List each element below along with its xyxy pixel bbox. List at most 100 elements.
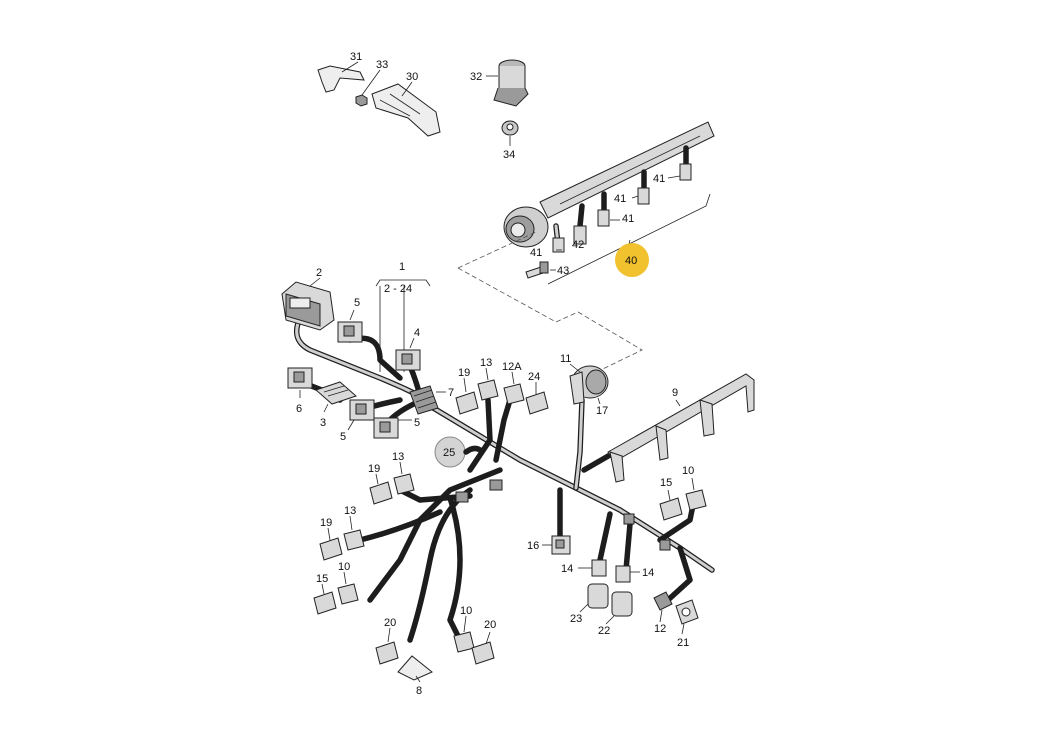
label-16: 16 [527,540,539,552]
leader-41c [631,195,639,199]
connector-4 [395,349,421,371]
label-13-a: 13 [480,357,492,369]
leader-15b [321,583,325,595]
leader-3 [323,403,329,413]
callout-labels: 31 33 30 32 34 41 41 41 42 41 43 40 1 2 … [296,51,694,697]
leader-9 [675,399,681,407]
label-34: 34 [503,149,515,161]
connector-12 [653,591,673,611]
label-43: 43 [557,265,569,277]
connector-13a [477,379,499,401]
leader-41d [667,175,681,179]
connector-12A [503,383,525,405]
label-7: 7 [448,387,454,399]
sensor-22 [611,591,633,617]
label-20-a: 20 [384,617,396,629]
bracket-line-40 [547,193,711,285]
nut-33 [355,94,368,107]
bracket-8 [397,655,433,681]
label-40: 40 [625,255,637,267]
leader-23 [579,603,589,613]
leader-10b [343,571,347,585]
bracket-31 [317,65,365,93]
connector-10b [337,583,359,605]
bolt-43 [525,261,549,279]
label-15-a: 15 [660,477,672,489]
label-31: 31 [350,51,362,63]
leader-12A [511,371,515,385]
clip [623,513,635,525]
label-14-b: 14 [642,567,654,579]
leader-4 [409,337,415,349]
connector-11-17 [569,365,609,405]
leader-12 [659,609,663,623]
leader-2 [309,277,321,287]
connector-16 [551,535,571,555]
connector-15b [313,591,337,615]
connector-20a [375,641,399,665]
label-20-b: 20 [484,619,496,631]
label-10-c: 10 [460,605,472,617]
leader-20a [387,627,391,643]
label-19-b: 19 [368,463,380,475]
label-13-b: 13 [392,451,404,463]
connector-19b [369,481,393,505]
label-19-a: 19 [458,367,470,379]
leader-13a [485,367,489,381]
leader-22 [605,615,615,625]
bracket-2-24 [375,279,431,287]
label-13-c: 13 [344,505,356,517]
label-10-a: 10 [682,465,694,477]
label-3: 3 [320,417,326,429]
connector-14a [591,559,607,577]
clip [455,491,469,503]
clip [659,539,671,551]
label-4: 4 [414,327,420,339]
clip [489,479,503,491]
injector-harness-40 [503,121,715,253]
label-32: 32 [470,71,482,83]
connector-7 [409,385,439,415]
connector-20b [471,641,495,665]
connector-2 [281,281,335,331]
label-41-a: 41 [530,247,542,259]
label-17: 17 [596,405,608,417]
connector-5a [337,321,363,343]
connector-10c [453,631,475,653]
callout-40-highlight [615,243,649,277]
leader-19a [463,377,467,393]
leader-17 [597,397,601,405]
sensor-23 [587,583,609,609]
connector-19a [455,391,479,415]
label-22: 22 [598,625,610,637]
connector-3 [315,381,357,405]
leader-5a [349,309,355,321]
leader-19c [327,527,331,541]
main-harness [293,315,715,643]
connector-14b [615,565,631,583]
label-12A: 12A [502,361,522,373]
connector-13c [343,529,365,551]
connector-5c [373,417,399,439]
label-9: 9 [672,387,678,399]
label-19-c: 19 [320,517,332,529]
leader-33 [361,69,381,96]
label-21: 21 [677,637,689,649]
leader-20b [485,631,491,645]
capsule-32 [493,59,529,107]
connector-24 [525,391,549,415]
label-8: 8 [416,685,422,697]
leader-8 [415,675,421,683]
leader-10a [691,477,695,491]
label-5-c: 5 [414,417,420,429]
label-14-a: 14 [561,563,573,575]
connector-5b [349,399,375,421]
clip-25 [463,445,483,455]
label-41-c: 41 [614,193,626,205]
label-2: 2 [316,267,322,279]
leader-21 [681,623,685,635]
label-25: 25 [443,447,455,459]
label-2-24: 2 - 24 [384,283,412,295]
label-12: 12 [654,623,666,635]
